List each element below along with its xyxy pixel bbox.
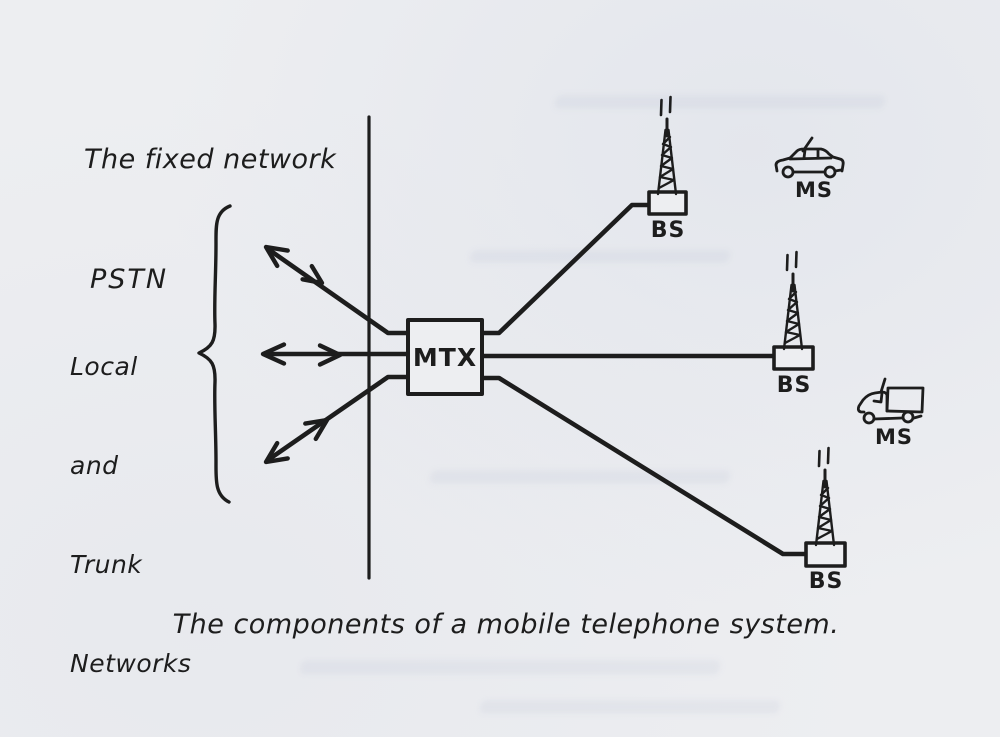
- two-way-arrow-top-line: [265, 246, 413, 336]
- chevron-top: [300, 263, 325, 286]
- radio-tower-icon: [656, 95, 678, 196]
- mtx-label: MTX: [412, 342, 478, 372]
- bs-label-middle: BS: [776, 373, 812, 398]
- bs-label-top: BS: [650, 218, 686, 243]
- radio-tower-icon: [782, 250, 804, 351]
- caption: The components of a mobile telephone sys…: [172, 609, 840, 640]
- arrowhead-middle: [260, 342, 287, 366]
- arrowhead-bottom: [263, 440, 290, 465]
- fixed-network-label: The fixed network PSTN: [84, 60, 336, 380]
- car-icon: [774, 136, 845, 179]
- pstn-label: PSTN: [90, 264, 169, 295]
- two-way-arrow-bottom-line: [265, 374, 413, 463]
- base-station-box-top: [647, 190, 688, 216]
- local-trunk-networks-label: Local and Trunk Networks: [70, 352, 192, 678]
- link-line-bs-bottom: [479, 375, 809, 557]
- chevron-bottom: [303, 417, 330, 442]
- base-station-box-middle: [772, 345, 815, 371]
- ms-label-car: MS: [794, 178, 834, 202]
- chevron-middle: [317, 343, 343, 367]
- ms-label-truck: MS: [874, 425, 914, 449]
- arrowhead-top: [263, 244, 290, 269]
- curly-brace: [197, 204, 232, 504]
- base-station-box-bottom: [804, 541, 847, 568]
- radio-tower-icon: [814, 446, 836, 547]
- mtx-switch-box: [406, 318, 484, 396]
- link-line-bs-top: [479, 202, 653, 336]
- fixed-network-line1: The fixed network: [84, 144, 337, 175]
- bs-label-bottom: BS: [808, 569, 844, 594]
- truck-icon: [856, 377, 925, 425]
